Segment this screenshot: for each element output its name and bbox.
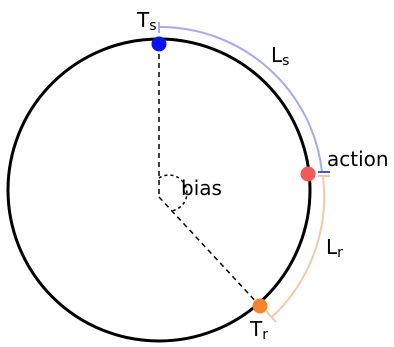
action-label: action	[327, 147, 389, 171]
ts-label: Ts	[136, 8, 157, 34]
tr-point	[252, 298, 268, 314]
bias-label: bias	[181, 176, 222, 200]
bias-angle-arc	[158, 174, 188, 212]
lr-arc	[271, 176, 326, 318]
lr-label: Lr	[326, 235, 343, 261]
ts-point	[151, 36, 167, 52]
action-point	[300, 166, 316, 182]
tr-label: Tr	[249, 317, 268, 343]
ls-arc	[158, 25, 323, 173]
ls-label: Ls	[271, 43, 289, 69]
radius-to-tr	[158, 196, 261, 307]
lr-end-cap	[265, 310, 277, 323]
